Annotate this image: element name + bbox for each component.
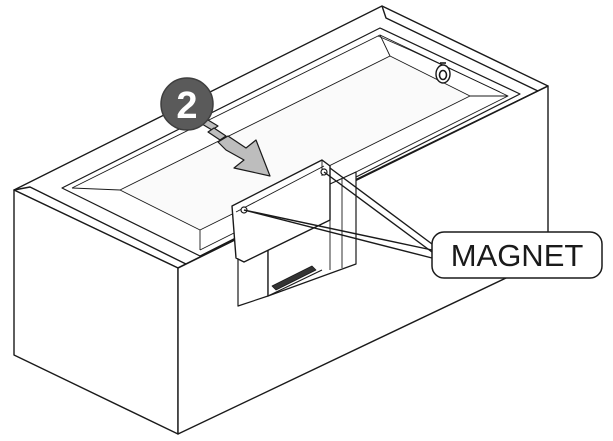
bathtub-basin <box>61 27 521 257</box>
step-number-badge: 2 <box>160 77 214 131</box>
magnet-callout: MAGNET <box>431 231 603 279</box>
magnet-callout-label: MAGNET <box>451 238 584 273</box>
callout-leader-lines <box>243 167 433 259</box>
overflow-drain-icon <box>435 62 451 84</box>
access-panel <box>231 159 331 263</box>
direction-arrow-icon <box>201 119 271 177</box>
step-number-text: 2 <box>176 85 197 127</box>
